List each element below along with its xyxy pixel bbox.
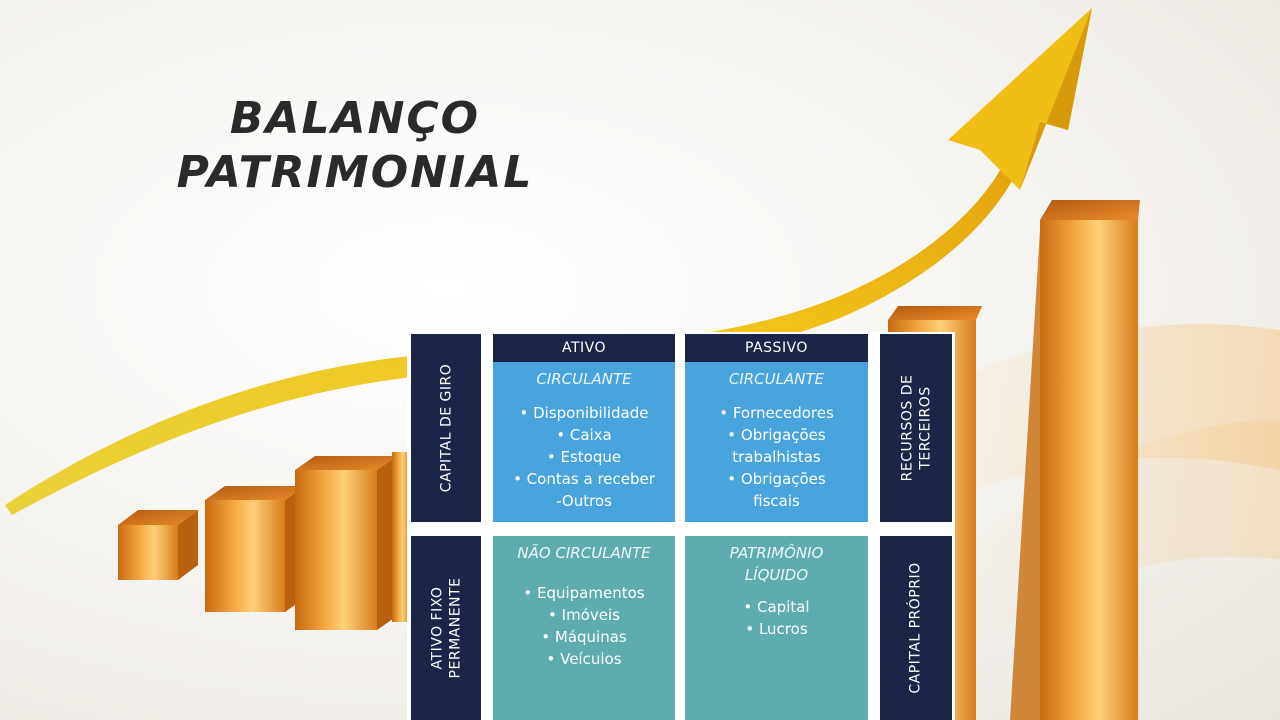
quadrant-title: PATRIMÔNIO LÍQUIDO (685, 542, 868, 586)
label-recursos-de-line: RECURSOS DE (899, 374, 916, 482)
quadrant-patrimonio-liquido: PATRIMÔNIO LÍQUIDO • Capital • Lucros (685, 536, 868, 720)
quadrant-title: CIRCULANTE (728, 370, 825, 388)
title-line-2: PATRIMONIAL (176, 147, 534, 198)
item-list: • Capital • Lucros (685, 596, 868, 640)
list-item: • Lucros (745, 620, 808, 638)
quadrant-title-line-1: PATRIMÔNIO (729, 544, 824, 562)
label-ativo-fixo-permanente-text: ATIVO FIXO PERMANENTE (428, 578, 464, 679)
label-terceiros-line: TERCEIROS (917, 386, 934, 470)
list-item: • Contas a receber (513, 470, 655, 488)
quadrant-ativo-nao-circulante: NÃO CIRCULANTE • Equipamentos • Imóveis … (493, 536, 675, 720)
balance-sheet-diagram: CAPITAL DE GIRO ATIVO FIXO PERMANENTE RE… (407, 332, 955, 720)
quadrant-title: CIRCULANTE (536, 370, 632, 388)
item-list: • Fornecedores • Obrigações trabalhistas… (685, 402, 868, 512)
list-item: • Capital (743, 598, 810, 616)
item-list: • Disponibilidade • Caixa • Estoque • Co… (493, 402, 675, 512)
quadrant-ativo-circulante: CIRCULANTE • Disponibilidade • Caixa • E… (493, 362, 675, 522)
list-item: -Outros (556, 492, 612, 510)
list-item: fiscais (753, 492, 800, 510)
bar-block (1010, 200, 1140, 720)
label-capital-proprio-text: CAPITAL PRÓPRIO (908, 562, 925, 694)
list-item: • Equipamentos (523, 584, 645, 602)
page-title: BALANÇO PATRIMONIAL (140, 92, 570, 200)
label-permanente-line: PERMANENTE (447, 577, 463, 679)
list-item: • Veículos (546, 650, 622, 668)
label-ativo-fixo-line: ATIVO FIXO (429, 586, 445, 670)
label-recursos-de-terceiros: RECURSOS DE TERCEIROS (880, 334, 952, 522)
list-item: trabalhistas (732, 448, 821, 466)
bar-block (392, 452, 410, 622)
label-recursos-de-terceiros-text: RECURSOS DE TERCEIROS (898, 375, 934, 482)
label-capital-proprio: CAPITAL PRÓPRIO (880, 536, 952, 720)
list-item: • Imóveis (548, 606, 620, 624)
arrow-head-icon (948, 8, 1092, 190)
list-item: • Máquinas (541, 628, 627, 646)
label-capital-de-giro-text: CAPITAL DE GIRO (438, 363, 454, 493)
header-passivo: PASSIVO (685, 334, 868, 362)
list-item: • Obrigações (727, 470, 826, 488)
quadrant-passivo-circulante: CIRCULANTE • Fornecedores • Obrigações t… (685, 362, 868, 522)
list-item: • Caixa (556, 426, 612, 444)
label-ativo-fixo-permanente: ATIVO FIXO PERMANENTE (411, 536, 481, 720)
quadrant-title-line-2: LÍQUIDO (744, 566, 809, 584)
label-capital-de-giro: CAPITAL DE GIRO (411, 334, 481, 522)
bar-block (205, 486, 305, 612)
header-ativo: ATIVO (493, 334, 675, 362)
bar-block (118, 510, 198, 580)
list-item: • Estoque (546, 448, 622, 466)
bar-block (295, 456, 397, 630)
list-item: • Fornecedores (719, 404, 834, 422)
item-list: • Equipamentos • Imóveis • Máquinas • Ve… (493, 582, 675, 670)
list-item: • Obrigações (727, 426, 826, 444)
list-item: • Disponibilidade (519, 404, 649, 422)
title-line-1: BALANÇO (229, 93, 481, 144)
quadrant-title: NÃO CIRCULANTE (517, 544, 651, 562)
